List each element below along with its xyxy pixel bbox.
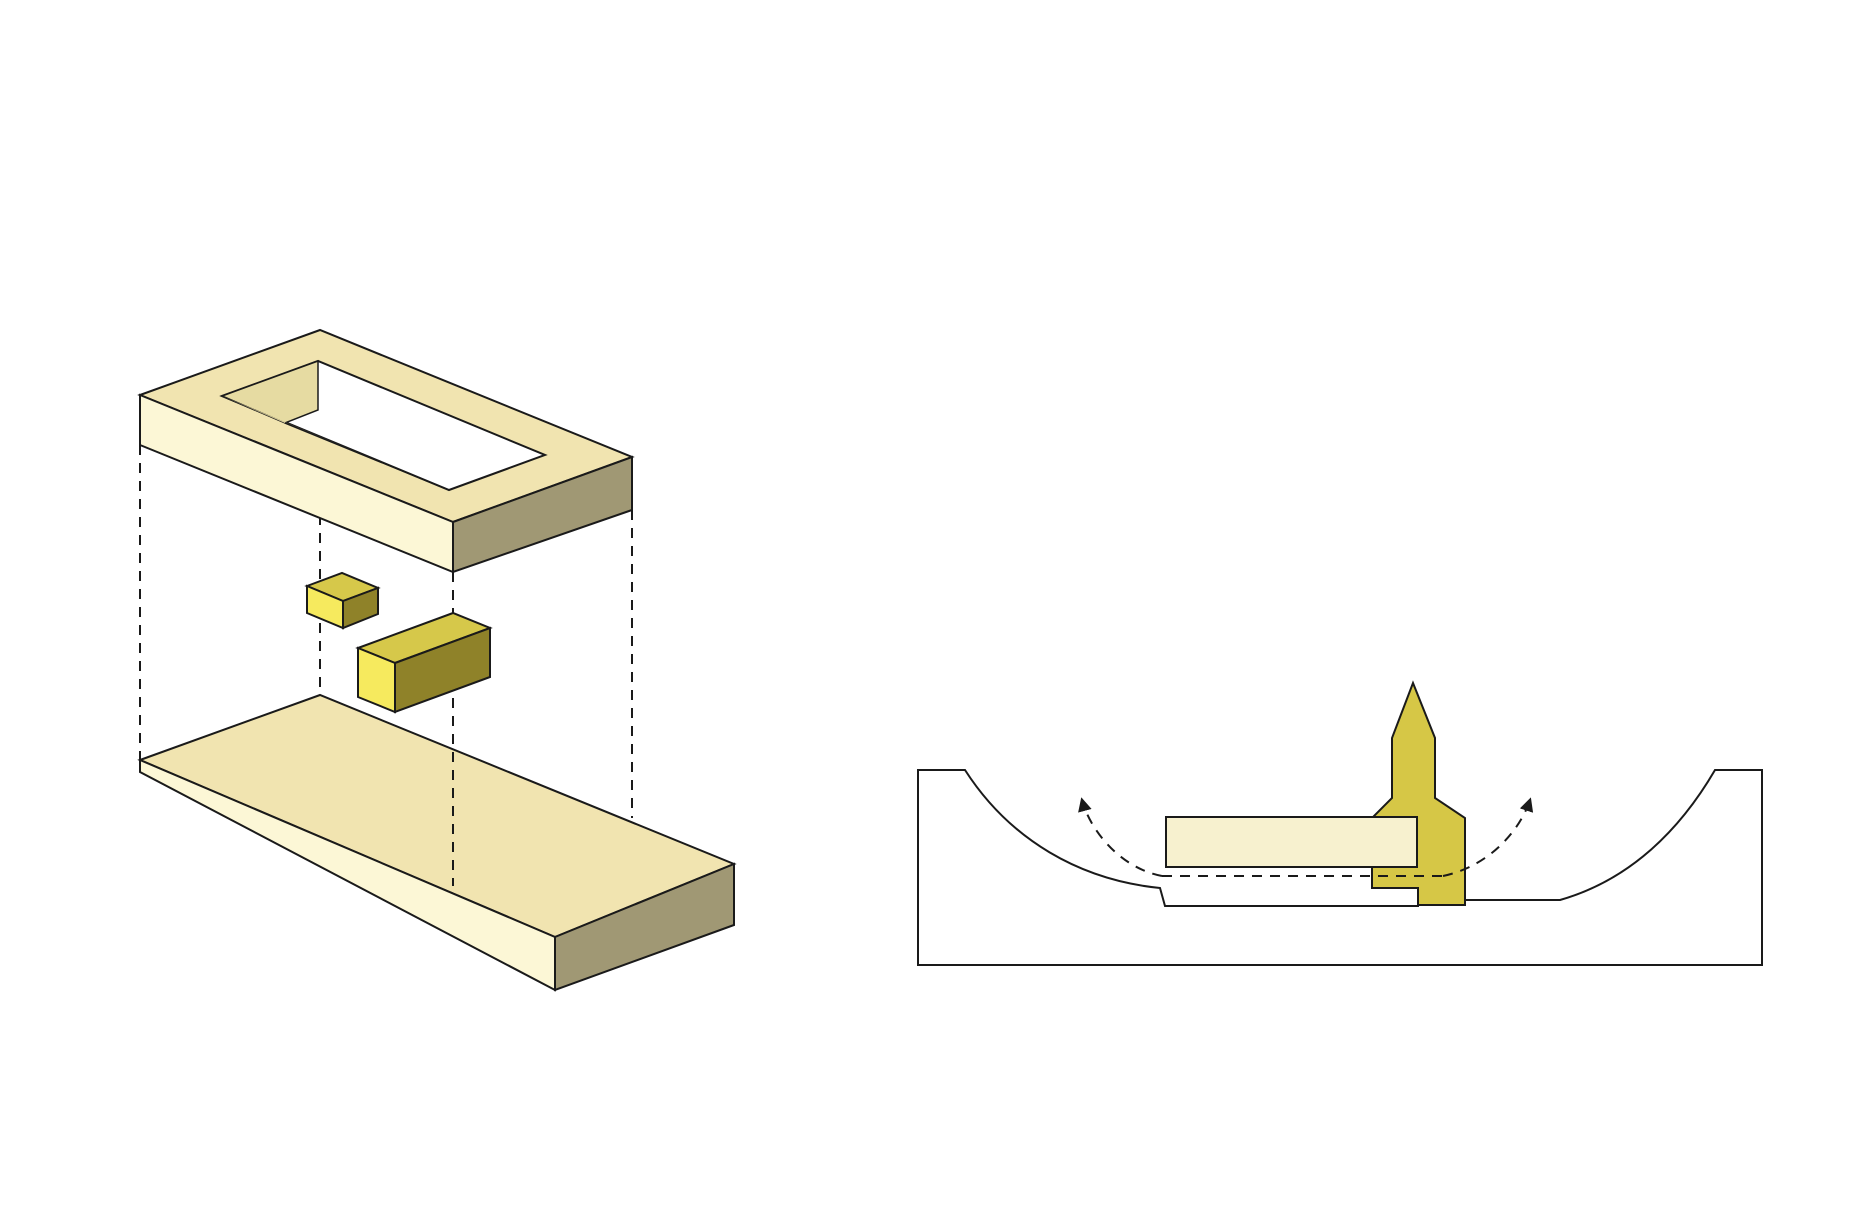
small-yellow-block (304, 571, 381, 630)
flow-arrow-right (1442, 797, 1534, 877)
base-slab (137, 693, 737, 992)
low-building (1165, 816, 1418, 868)
roof-frame-inner-edge (284, 422, 450, 491)
roof-frame-right-face (452, 455, 633, 574)
base-slab-right-face (554, 862, 735, 992)
small-block-side (342, 586, 379, 630)
roof-frame-slab (137, 328, 635, 574)
long-yellow-block (355, 611, 493, 714)
axonometric-diagram (137, 328, 737, 992)
tower-with-spire (1371, 680, 1466, 906)
section-diagram (917, 680, 1763, 966)
long-block-side (394, 626, 491, 714)
flow-arrow-left (1078, 797, 1163, 877)
